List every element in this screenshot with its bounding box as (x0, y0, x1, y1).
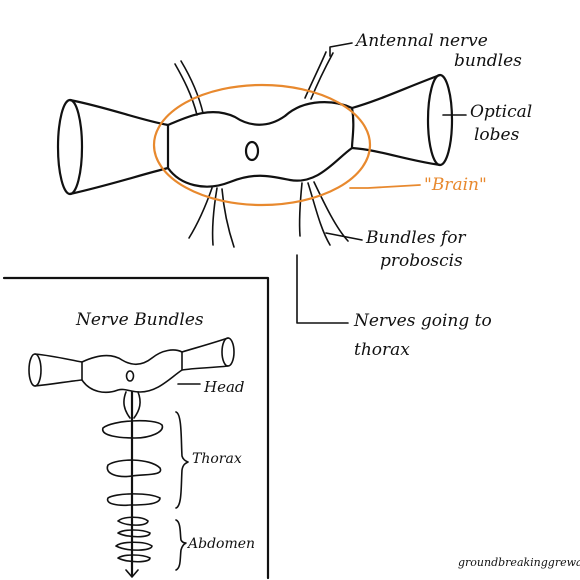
label-thorax-nerves-line2: thorax (354, 340, 410, 360)
label-antennal-nerve-bundles-line2: bundles (454, 51, 522, 71)
brain-diagram: Antennal nerve bundles Optical lobes "Br… (56, 31, 532, 360)
label-thorax-nerves-line1: Nerves going to (353, 311, 492, 331)
inset-title: Nerve Bundles (75, 310, 204, 330)
abdomen-ganglia (115, 516, 153, 578)
label-proboscis-bundles-line2: proboscis (380, 251, 463, 271)
brain-body (166, 101, 355, 188)
label-antennal-nerve-bundles-line1: Antennal nerve (354, 31, 488, 51)
central-foramen (244, 140, 260, 162)
leader-lines (296, 42, 467, 324)
thorax-ganglia (102, 419, 164, 507)
label-optical-lobes-line1: Optical (470, 102, 532, 122)
inset-head (28, 337, 235, 394)
antennal-nerve-bundles (174, 51, 334, 116)
nerve-bundles-inset: Nerve Bundles (2, 276, 270, 580)
label-optical-lobes-line2: lobes (474, 125, 520, 145)
brain-highlight-circle (152, 83, 372, 207)
inset-label-head: Head (203, 378, 245, 396)
inset-label-abdomen: Abdomen (186, 536, 255, 552)
proboscis-nerve-bundles (188, 181, 349, 248)
thorax-brace (175, 411, 189, 509)
signature: groundbreakinggrewal (458, 556, 580, 569)
label-proboscis-bundles-line1: Bundles for (365, 228, 466, 248)
right-optical-lobe (350, 73, 454, 167)
inset-frame (2, 276, 270, 580)
inset-label-thorax: Thorax (192, 451, 242, 467)
left-optical-lobe (56, 98, 170, 196)
abdomen-brace (175, 519, 187, 571)
label-brain: "Brain" (424, 175, 487, 195)
